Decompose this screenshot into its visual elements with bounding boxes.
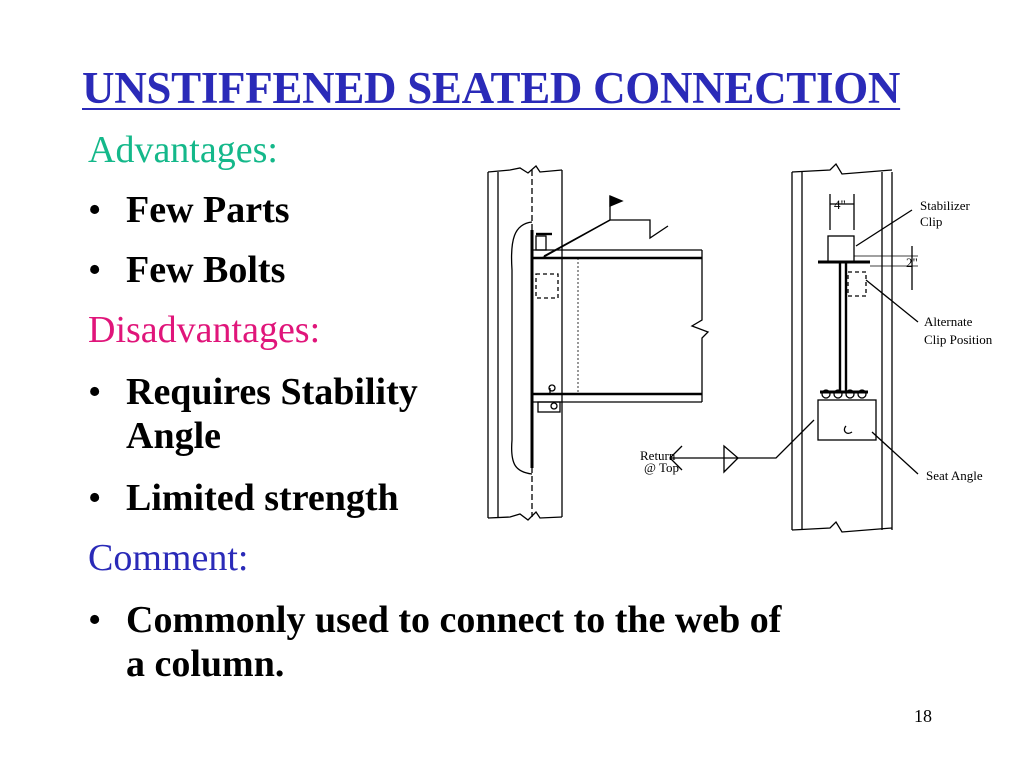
dimension-2-label: 2" (906, 255, 918, 270)
bullet-dot: • (88, 371, 102, 413)
comment-heading: Comment: (88, 537, 249, 579)
page-number: 18 (914, 706, 932, 726)
bullet-item: • Requires Stability Angle (88, 370, 418, 458)
bullet-text: Commonly used to connect to the web of a… (126, 599, 782, 685)
bullet-item: • Few Bolts (88, 248, 285, 292)
left-beam (532, 195, 710, 413)
bullet-dot: • (88, 189, 102, 231)
left-column (487, 165, 563, 521)
advantages-heading: Advantages: (88, 129, 278, 171)
seat-angle-label: Seat Angle (926, 468, 983, 483)
leader-lines (669, 209, 919, 475)
connection-diagram: 4" 2" Stabilizer Clip Alternate Clip Pos… (487, 162, 993, 533)
stabilizer-clip-label-1: Stabilizer (920, 198, 970, 213)
alternate-clip-label-2: Clip Position (924, 332, 993, 347)
bullet-dot: • (88, 599, 102, 641)
bullet-dot: • (88, 249, 102, 291)
right-beam (817, 194, 918, 441)
bullet-dot: • (88, 477, 102, 519)
bullet-text: Few Parts (126, 189, 290, 231)
slide-title: UNSTIFFENED SEATED CONNECTION (82, 63, 901, 113)
return-label-1: Return (640, 448, 676, 463)
bullet-text: Limited strength (126, 477, 399, 519)
return-label-2: @ Top (644, 460, 679, 475)
right-column (791, 162, 893, 533)
dimension-4-label: 4" (834, 197, 846, 212)
alternate-clip-label-1: Alternate (924, 314, 973, 329)
bullet-text: Few Bolts (126, 249, 286, 291)
stabilizer-clip-label-2: Clip (920, 214, 942, 229)
bullet-text: Requires Stability Angle (126, 371, 418, 457)
bullet-item: • Limited strength (88, 476, 399, 520)
disadvantages-heading: Disadvantages: (88, 309, 321, 351)
bullet-item: • Few Parts (88, 188, 290, 232)
bullet-item: • Commonly used to connect to the web of… (88, 598, 781, 686)
